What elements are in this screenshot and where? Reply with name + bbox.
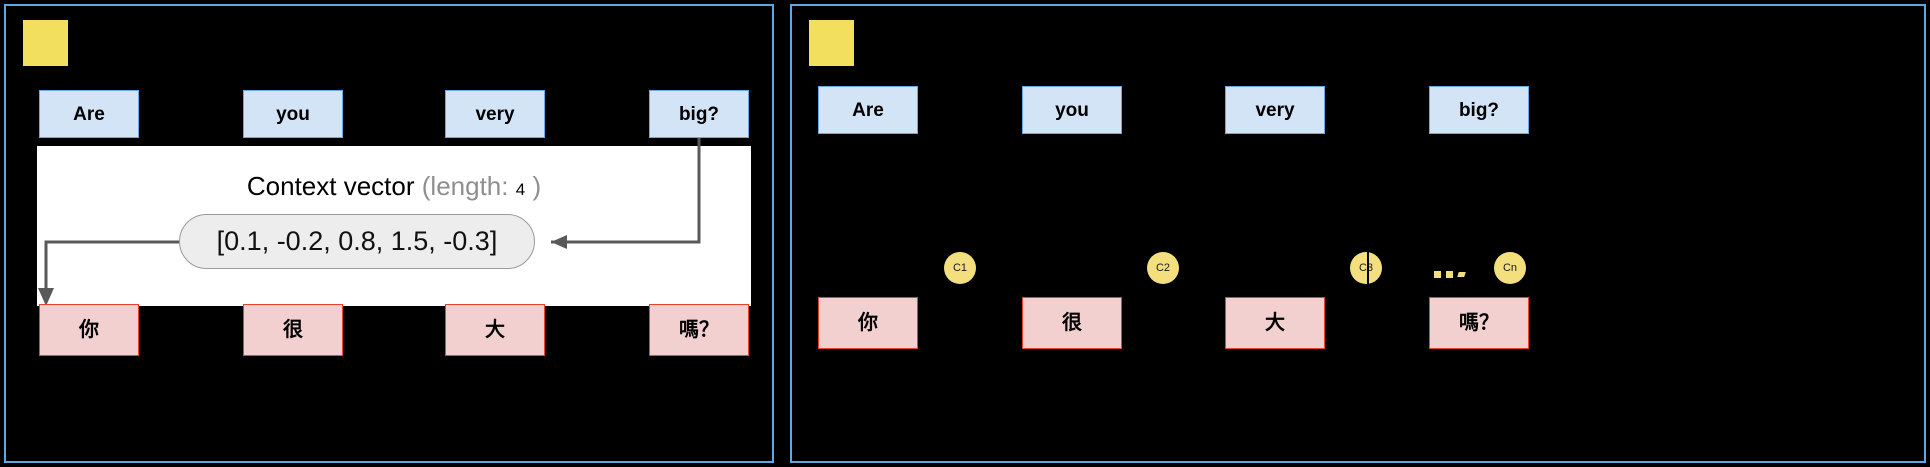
- context-circle[interactable]: Cn: [1494, 252, 1526, 284]
- ellipsis-icon: [1434, 271, 1466, 278]
- target-token-box[interactable]: 嗎？: [649, 304, 749, 356]
- target-token-box[interactable]: 很: [1022, 297, 1122, 349]
- context-vector-caption-main: Context vector: [246, 171, 415, 201]
- context-vector-close-paren: ): [532, 171, 542, 201]
- source-token-box[interactable]: very: [1225, 86, 1325, 134]
- context-circle[interactable]: C3: [1350, 252, 1382, 284]
- target-token-box[interactable]: 你: [818, 297, 918, 349]
- context-vector-caption: Context vector (length: 4 ): [37, 173, 751, 199]
- source-token-box[interactable]: very: [445, 90, 545, 138]
- context-circle[interactable]: C2: [1147, 252, 1179, 284]
- source-token-box[interactable]: you: [243, 90, 343, 138]
- target-token-box[interactable]: 你: [39, 304, 139, 356]
- context-vector-pill[interactable]: [0.1, -0.2, 0.8, 1.5, -0.3]: [179, 214, 535, 269]
- source-token-box[interactable]: Are: [818, 86, 918, 134]
- text-caret-artifact: [1367, 248, 1369, 286]
- left-panel: Are you very big? Context vector (length…: [4, 4, 774, 463]
- right-panel: Are you very big? C1 C2 C3 Cn 你 很 大 嗎？: [790, 4, 1926, 463]
- yellow-marker-icon: [23, 20, 68, 66]
- yellow-marker-icon: [809, 20, 854, 66]
- target-token-box[interactable]: 很: [243, 304, 343, 356]
- context-vector-length-label: (length:: [421, 171, 509, 201]
- context-circle[interactable]: C1: [944, 252, 976, 284]
- source-token-box[interactable]: big?: [649, 90, 749, 138]
- target-token-box[interactable]: 大: [1225, 297, 1325, 349]
- source-token-box[interactable]: you: [1022, 86, 1122, 134]
- target-token-box[interactable]: 大: [445, 304, 545, 356]
- context-vector-length-value: 4: [515, 180, 526, 199]
- source-token-box[interactable]: big?: [1429, 86, 1529, 134]
- target-token-box[interactable]: 嗎？: [1429, 297, 1529, 349]
- source-token-box[interactable]: Are: [39, 90, 139, 138]
